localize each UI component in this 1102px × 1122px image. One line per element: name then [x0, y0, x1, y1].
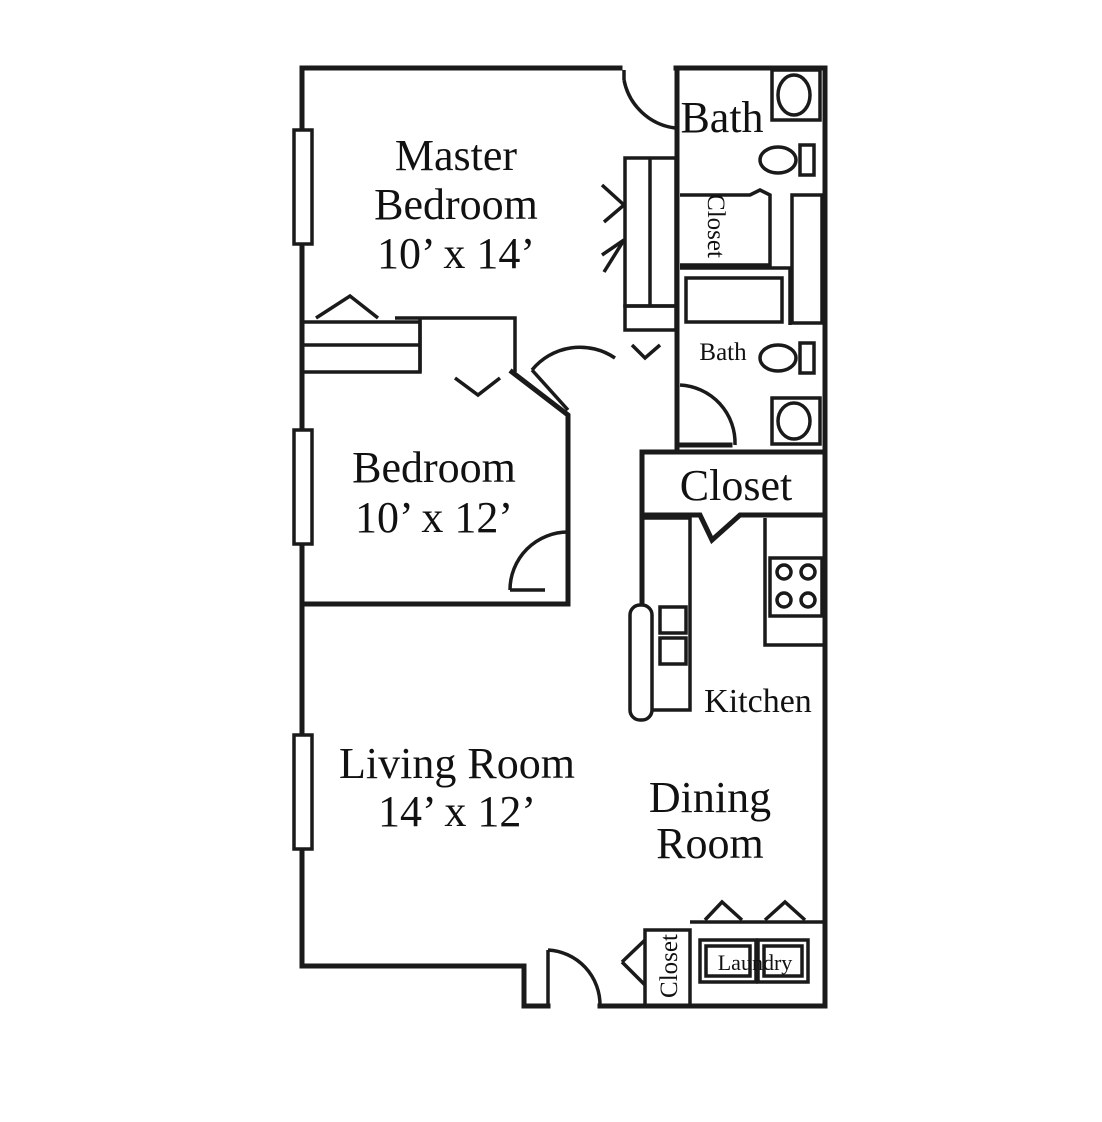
master-bedroom-name-line2: Bedroom — [374, 180, 538, 229]
bath-middle-fixtures — [680, 266, 822, 446]
kitchen-name: Kitchen — [704, 683, 812, 720]
closet-master-name: Closet — [702, 194, 729, 258]
living-room-size: 14’ x 12’ — [378, 787, 536, 836]
bedroom-name: Bedroom — [352, 443, 516, 492]
master-bedroom-size: 10’ x 14’ — [377, 229, 535, 278]
windows — [292, 128, 314, 851]
bath-top-name: Bath — [680, 93, 763, 142]
interior-walls — [299, 65, 828, 1007]
bath-top-fixtures — [680, 68, 824, 325]
bedroom-size: 10’ x 12’ — [355, 493, 513, 542]
master-bedroom-name-line1: Master — [395, 131, 518, 180]
bath-middle-name: Bath — [699, 339, 747, 366]
closet-hall-name: Closet — [680, 461, 792, 510]
dining-room-name-line1: Dining — [649, 773, 771, 822]
laundry-name: Laundry — [718, 950, 793, 975]
living-room-name: Living Room — [339, 739, 575, 788]
dining-room-name-line2: Room — [656, 819, 764, 868]
laundry-fixtures — [620, 899, 825, 1006]
kitchen-fixtures — [628, 516, 825, 722]
closet-entry-name: Closet — [656, 934, 683, 998]
exterior-walls — [299, 65, 828, 1009]
room-labels: Master Bedroom 10’ x 14’ Bath Closet Bat… — [339, 93, 812, 998]
